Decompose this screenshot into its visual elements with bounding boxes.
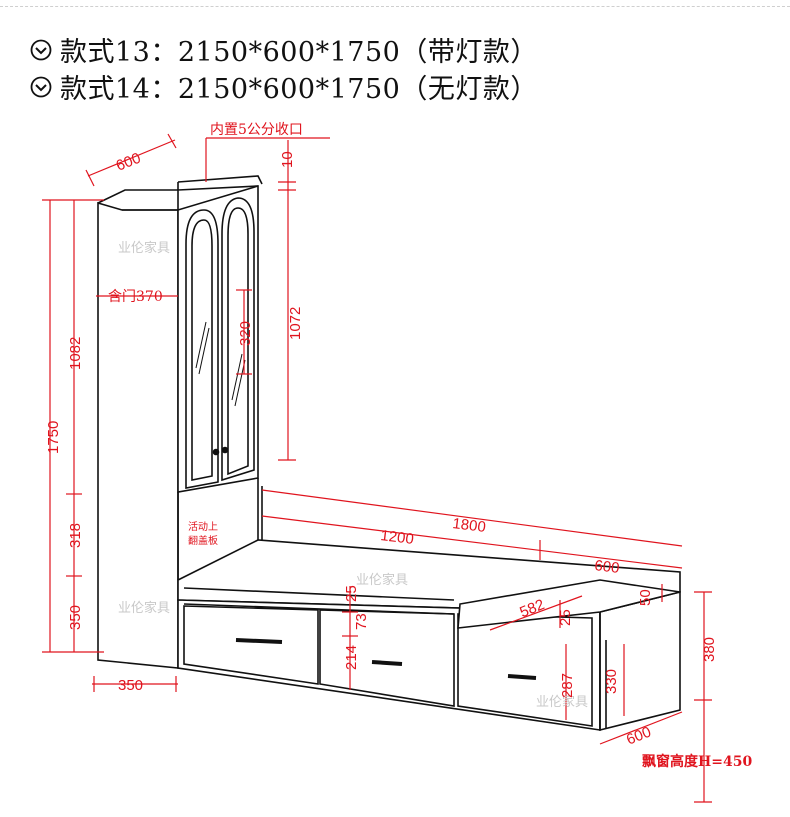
dim-50: 50 (637, 589, 654, 606)
watermark-text: 业伦家具 (536, 694, 588, 710)
dim-73: 73 (353, 613, 370, 630)
upper-cabinet-top-edge (122, 185, 259, 211)
dim-total-width: 1800 (452, 515, 487, 536)
dim-inner-lip: 内置5公分收口 (210, 122, 303, 138)
furniture-lines (97, 175, 681, 732)
dim-214: 214 (343, 645, 360, 670)
dim-bottom-width: 350 (118, 677, 143, 694)
chevron-down-circle-icon (30, 39, 52, 60)
dim-25a: 25 (343, 585, 360, 602)
drawer-1 (183, 605, 319, 685)
watermark-text: 业伦家具 (118, 240, 170, 256)
spec-text-13: 款式13：2150*600*1750（带灯款） (60, 37, 538, 68)
bay-window-height-label: 飘窗高度H=450 (642, 753, 752, 770)
dimension-lines (42, 133, 712, 803)
dim-upper-height: 1082 (67, 337, 84, 370)
dim-middle-height: 318 (67, 523, 84, 548)
dim-cabinet-height: 1072 (287, 307, 304, 340)
dim-door-depth: 含门370 (108, 289, 163, 305)
flip-lid-label-2: 翻盖板 (188, 534, 218, 547)
spec-row-14: 款式14：2150*600*1750（无灯款） (30, 67, 538, 106)
dim-shelf-gap: 320 (237, 321, 254, 346)
dim-380: 380 (701, 637, 718, 662)
tall-column-front (97, 201, 179, 669)
dim-bottom-depth: 600 (624, 723, 654, 748)
dim-25b: 25 (557, 609, 574, 626)
dim-top-gap: 10 (279, 151, 296, 168)
chevron-down-circle-icon (30, 76, 52, 97)
dim-inner-width: 1200 (380, 527, 415, 548)
dim-330: 330 (603, 669, 620, 694)
left-arched-door (185, 209, 219, 489)
watermark-text: 业伦家具 (356, 572, 408, 588)
seat-right-side (599, 590, 681, 732)
dim-287: 287 (559, 673, 576, 698)
dim-depth-top: 600 (114, 150, 144, 175)
flip-lid-label-1: 活动上 (188, 521, 218, 533)
tall-column-top (97, 189, 178, 204)
upper-cabinet-crown (177, 175, 263, 185)
spec-text-14: 款式14：2150*600*1750（无灯款） (60, 74, 538, 105)
spec-row-13: 款式13：2150*600*1750（带灯款） (30, 30, 538, 69)
top-dashed-divider (0, 6, 790, 7)
dim-right-width: 600 (594, 557, 621, 577)
right-arched-door (221, 197, 255, 482)
dim-total-height: 1750 (45, 421, 62, 454)
dim-lower-height: 350 (67, 605, 84, 630)
watermark-text: 业伦家具 (118, 600, 170, 616)
right-lid (457, 579, 681, 629)
